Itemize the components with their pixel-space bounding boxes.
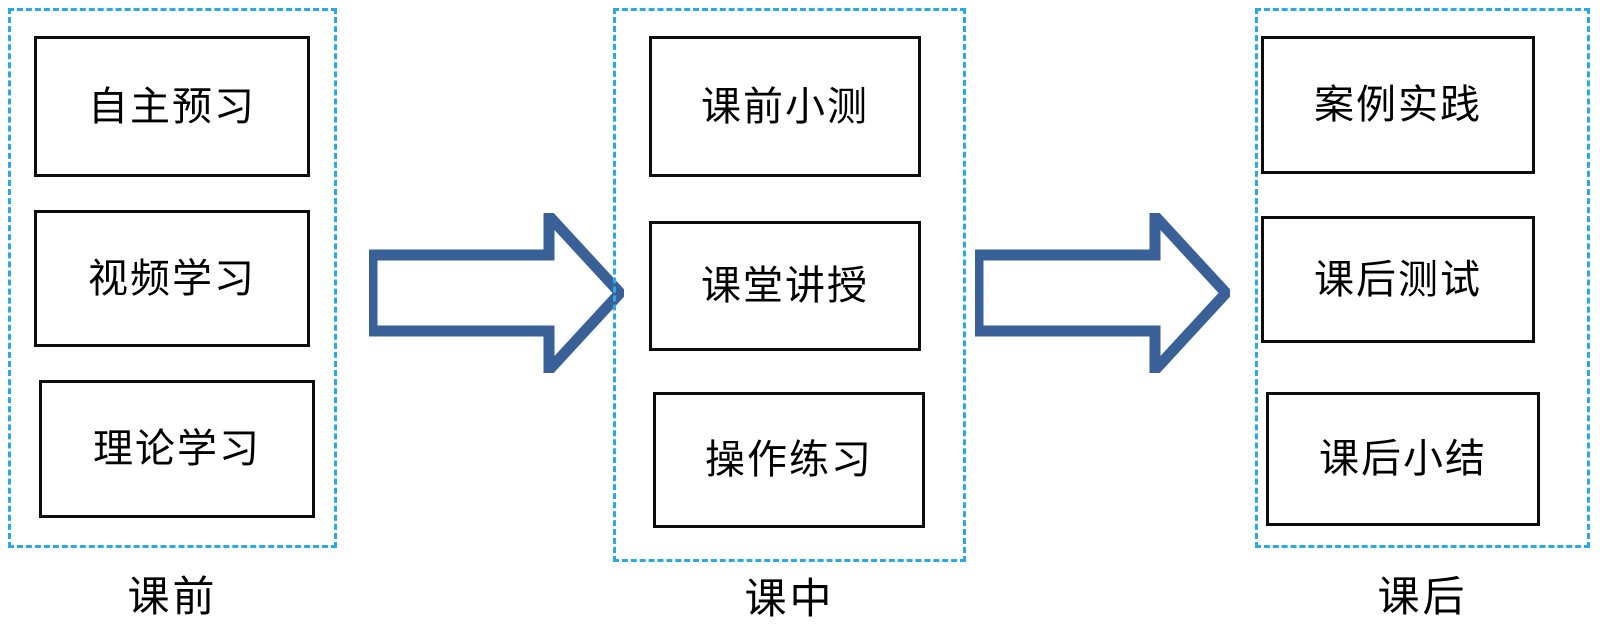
arrow-right-shape-1 (369, 213, 624, 373)
arrow-right-icon-1 (369, 213, 624, 373)
item-label: 案例实践 (1314, 82, 1482, 128)
phase-container-after-class (1255, 8, 1590, 548)
arrow-right-shape-2 (975, 213, 1230, 373)
item-box-after-class-2[interactable]: 课后测试 (1261, 216, 1535, 343)
item-label: 课后测试 (1314, 256, 1482, 303)
phase-container-before-class (8, 8, 337, 548)
item-box-during-class-2[interactable]: 课堂讲授 (649, 221, 921, 351)
item-box-before-class-1[interactable]: 自主预习 (34, 36, 310, 177)
item-box-before-class-2[interactable]: 视频学习 (34, 210, 310, 347)
phase-container-during-class (613, 8, 966, 562)
item-box-after-class-3[interactable]: 课后小结 (1266, 392, 1540, 526)
item-label: 课前小测 (701, 83, 869, 130)
item-box-during-class-3[interactable]: 操作练习 (653, 392, 925, 528)
item-label: 视频学习 (88, 255, 256, 302)
item-label: 操作练习 (705, 437, 873, 483)
item-label: 课堂讲授 (701, 263, 869, 309)
item-box-after-class-1[interactable]: 案例实践 (1261, 36, 1535, 174)
item-label: 理论学习 (93, 426, 261, 472)
arrow-right-icon-2 (975, 213, 1230, 373)
phase-caption-after-class: 课后 (1377, 572, 1468, 621)
phase-caption-during-class: 课中 (744, 574, 835, 623)
item-box-during-class-1[interactable]: 课前小测 (649, 36, 921, 177)
item-label: 自主预习 (88, 83, 256, 130)
phase-caption-before-class: 课前 (127, 572, 218, 621)
item-label: 课后小结 (1319, 436, 1487, 482)
item-box-before-class-3[interactable]: 理论学习 (39, 380, 315, 518)
